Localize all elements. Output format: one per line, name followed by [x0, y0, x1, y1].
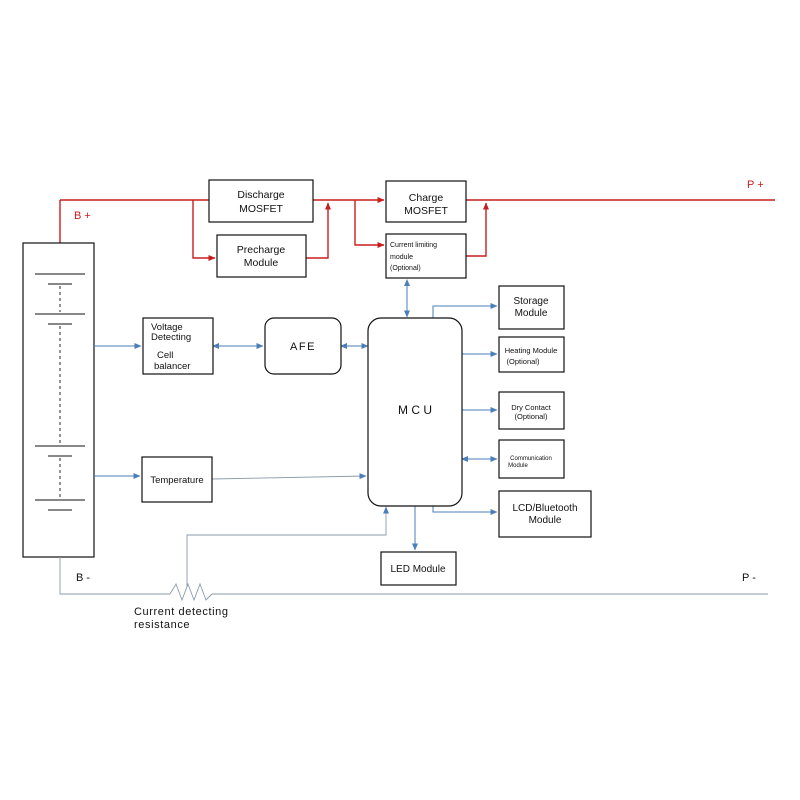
svg-text:(Optional): (Optional): [507, 357, 540, 366]
temperature-label: Temperature: [150, 475, 203, 486]
current-limiting-module-block: Current limiting module (Optional): [385, 233, 467, 279]
b-minus-label: B -: [76, 572, 90, 584]
current-limiting-module-label: Current limiting: [390, 242, 437, 249]
current-detecting-resistor-symbol: [169, 582, 213, 602]
svg-text:module: module: [390, 254, 413, 261]
power-path: [59, 197, 775, 261]
svg-text:MOSFET: MOSFET: [404, 205, 448, 217]
communication-module-label: Communication: [510, 456, 552, 462]
voltage-detecting-block: Voltage Detecting Cell balancer: [142, 317, 214, 375]
lcd-bluetooth-module-block: LCD/Bluetooth Module: [498, 490, 592, 538]
svg-text:Module: Module: [529, 515, 562, 526]
dry-contact-label: Dry Contact: [511, 403, 552, 412]
temperature-block: Temperature: [141, 456, 213, 503]
svg-text:Detecting: Detecting: [151, 332, 191, 343]
heating-module-block: Heating Module (Optional): [498, 336, 565, 373]
negative-path: [59, 506, 768, 602]
b-plus-label: B +: [74, 210, 91, 222]
svg-text:Module: Module: [244, 257, 279, 269]
afe-block: AFE: [264, 317, 342, 375]
discharge-mosfet-label: Discharge: [237, 189, 284, 201]
svg-text:Module: Module: [515, 308, 548, 319]
cell-balancer-label: Cell: [157, 350, 173, 361]
svg-text:resistance: resistance: [134, 619, 190, 631]
precharge-module-block: Precharge Module: [216, 234, 307, 278]
heating-module-label: Heating Module: [505, 346, 558, 355]
current-detecting-resistance-label: Current detecting: [134, 606, 229, 618]
charge-mosfet-label: Charge: [409, 192, 444, 204]
svg-text:(Optional): (Optional): [515, 412, 548, 421]
mcu-label: M C U: [398, 403, 432, 417]
storage-module-label: Storage: [513, 296, 548, 307]
p-plus-label: P +: [747, 179, 764, 191]
dry-contact-block: Dry Contact (Optional): [498, 391, 565, 430]
battery-pack: [22, 242, 95, 558]
led-module-label: LED Module: [390, 564, 445, 575]
afe-label: AFE: [290, 341, 316, 353]
discharge-mosfet-block: Discharge MOSFET: [208, 179, 314, 223]
mcu-block: M C U: [367, 317, 463, 507]
lcd-bluetooth-module-label: LCD/Bluetooth: [512, 503, 577, 514]
svg-text:Module: Module: [508, 463, 528, 469]
communication-module-block: Communication Module: [498, 439, 565, 479]
svg-text:(Optional): (Optional): [390, 265, 421, 272]
led-module-block: LED Module: [380, 551, 457, 586]
svg-text:balancer: balancer: [154, 361, 190, 372]
svg-text:MOSFET: MOSFET: [239, 203, 283, 215]
p-minus-label: P -: [742, 572, 756, 584]
storage-module-block: Storage Module: [498, 285, 565, 330]
voltage-detecting-label: Voltage: [151, 322, 183, 333]
precharge-module-label: Precharge: [237, 244, 286, 256]
charge-mosfet-block: Charge MOSFET: [385, 180, 467, 223]
signal-connections: [94, 279, 498, 551]
